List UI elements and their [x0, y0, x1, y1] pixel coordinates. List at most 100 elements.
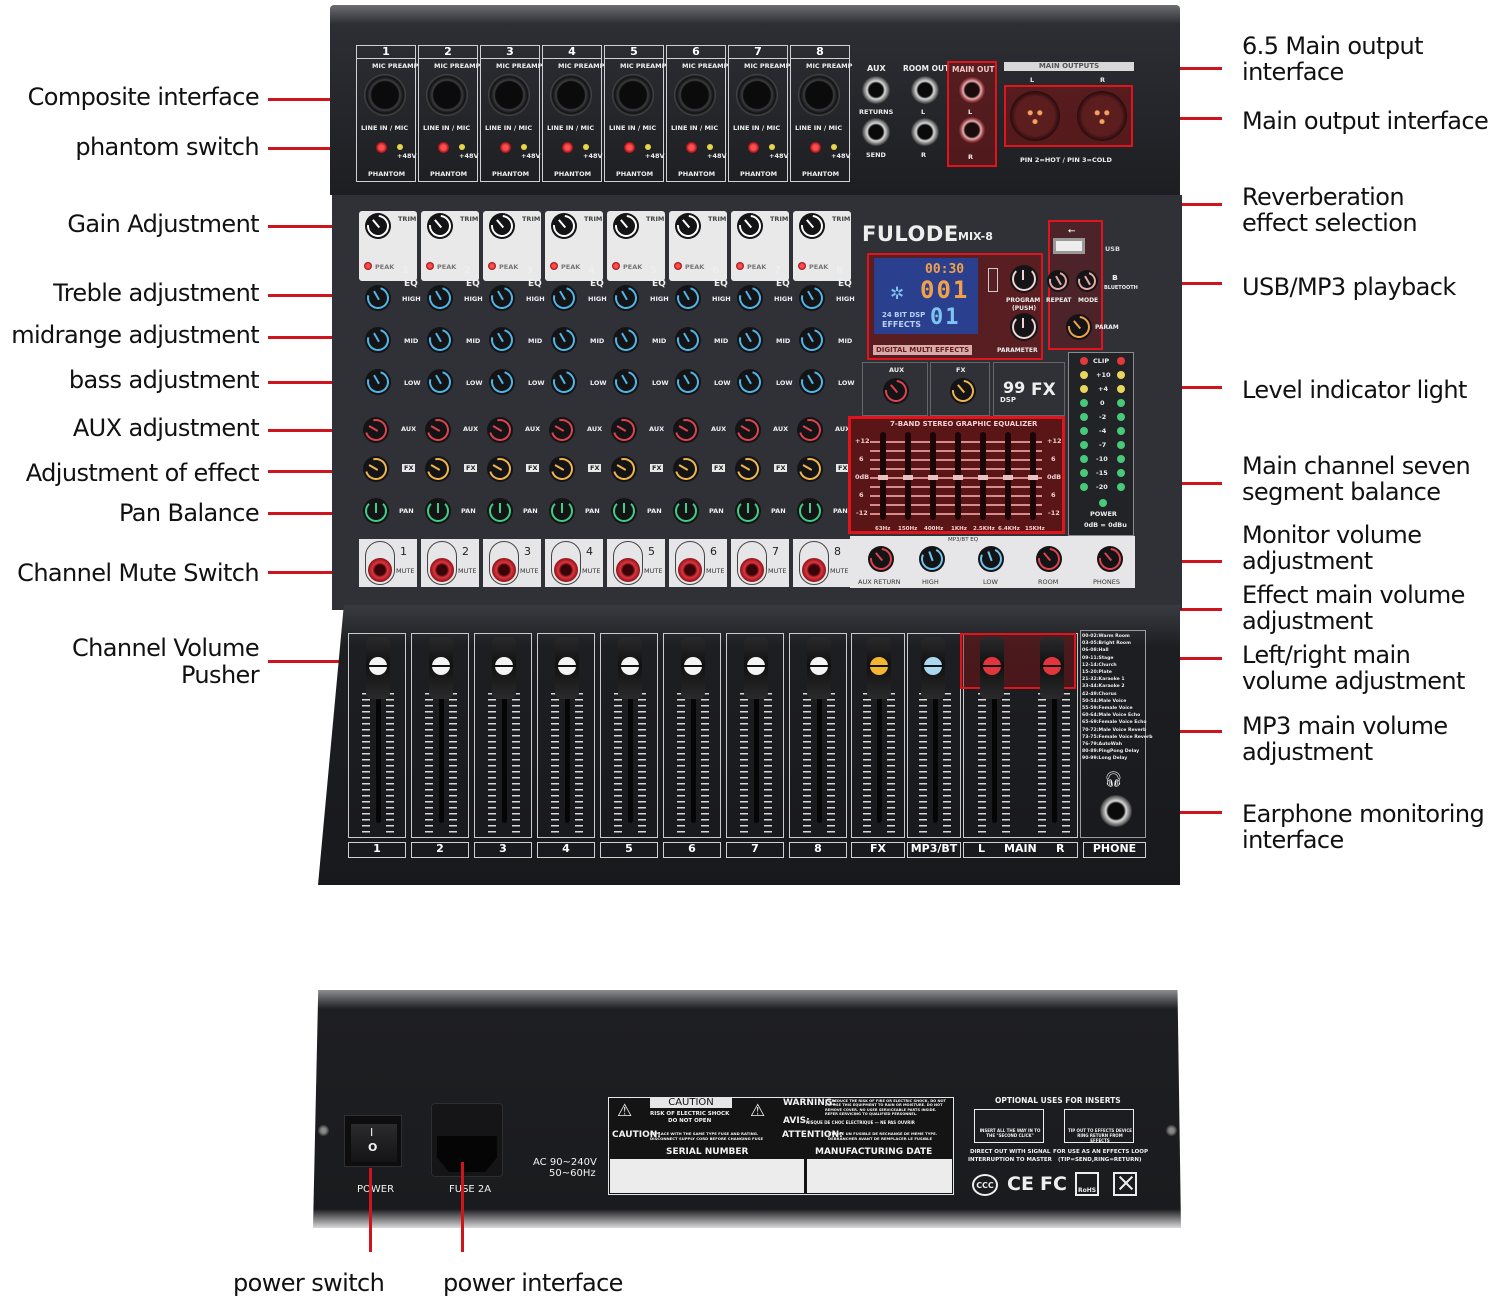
eq-mid-knob[interactable]: [737, 327, 763, 353]
phantom-switch[interactable]: [500, 142, 511, 153]
pan-knob[interactable]: [487, 498, 513, 524]
eq-high-knob[interactable]: [489, 285, 515, 311]
phantom-switch[interactable]: [562, 142, 573, 153]
fader-track[interactable]: [376, 683, 381, 823]
gain-knob[interactable]: [737, 213, 763, 239]
eq-low-knob[interactable]: [365, 369, 391, 395]
fader-handle[interactable]: [681, 637, 705, 699]
gain-knob[interactable]: [799, 213, 825, 239]
mute-button[interactable]: [554, 558, 578, 582]
mode-button[interactable]: [1076, 270, 1098, 292]
mute-button[interactable]: [802, 558, 826, 582]
phantom-switch[interactable]: [438, 142, 449, 153]
eq-low-knob[interactable]: [799, 369, 825, 395]
combo-jack[interactable]: [488, 74, 530, 116]
fader-handle[interactable]: [555, 637, 579, 699]
eq-high-knob[interactable]: [551, 285, 577, 311]
eq-band-handle[interactable]: [1028, 475, 1038, 480]
fx-send-knob[interactable]: [611, 456, 637, 482]
fader-track[interactable]: [992, 683, 997, 823]
phantom-switch[interactable]: [624, 142, 635, 153]
eq-band-handle[interactable]: [953, 475, 963, 480]
main-l-fader-handle[interactable]: [980, 637, 1004, 699]
aux-send-knob[interactable]: [673, 417, 699, 443]
program-knob[interactable]: [1010, 265, 1038, 293]
phones-knob[interactable]: [1097, 546, 1123, 572]
eq-mid-knob[interactable]: [365, 327, 391, 353]
fader-track[interactable]: [628, 683, 633, 823]
aux-return-knob[interactable]: [868, 546, 894, 572]
eq-band-handle[interactable]: [928, 475, 938, 480]
phantom-switch[interactable]: [748, 142, 759, 153]
eq-high-knob[interactable]: [613, 285, 639, 311]
fader-track[interactable]: [502, 683, 507, 823]
mute-button[interactable]: [678, 558, 702, 582]
eq-low-knob[interactable]: [613, 369, 639, 395]
gain-knob[interactable]: [489, 213, 515, 239]
pan-knob[interactable]: [611, 498, 637, 524]
parameter-knob[interactable]: [1010, 313, 1038, 341]
fader-handle[interactable]: [492, 637, 516, 699]
main-out-r-jack[interactable]: [958, 116, 986, 144]
fader-handle[interactable]: [618, 637, 642, 699]
fx-send-knob[interactable]: [425, 456, 451, 482]
power-inlet[interactable]: [431, 1103, 503, 1177]
aux-send-knob[interactable]: [735, 417, 761, 443]
pan-knob[interactable]: [363, 498, 389, 524]
mute-button[interactable]: [492, 558, 516, 582]
gain-knob[interactable]: [551, 213, 577, 239]
room-knob[interactable]: [1036, 546, 1062, 572]
fader-track[interactable]: [565, 683, 570, 823]
combo-jack[interactable]: [798, 74, 840, 116]
eq-mid-knob[interactable]: [427, 327, 453, 353]
phones-jack[interactable]: [1100, 795, 1132, 827]
aux-send-knob[interactable]: [549, 417, 575, 443]
eq-mid-knob[interactable]: [675, 327, 701, 353]
mp3-low-knob[interactable]: [978, 546, 1004, 572]
eq-low-knob[interactable]: [551, 369, 577, 395]
aux-master-knob[interactable]: [883, 378, 909, 404]
pan-knob[interactable]: [797, 498, 823, 524]
mute-button[interactable]: [616, 558, 640, 582]
aux-send-jack[interactable]: [862, 118, 890, 146]
mute-button[interactable]: [740, 558, 764, 582]
fx-send-knob[interactable]: [673, 456, 699, 482]
fx-send-knob[interactable]: [735, 456, 761, 482]
fx-send-knob[interactable]: [363, 456, 389, 482]
eq-band-handle[interactable]: [878, 475, 888, 480]
eq-mid-knob[interactable]: [489, 327, 515, 353]
phantom-switch[interactable]: [376, 142, 387, 153]
aux-send-knob[interactable]: [611, 417, 637, 443]
eq-band-handle[interactable]: [1003, 475, 1013, 480]
eq-mid-knob[interactable]: [799, 327, 825, 353]
xlr-l-output[interactable]: [1010, 91, 1060, 141]
pan-knob[interactable]: [735, 498, 761, 524]
fx-master-knob[interactable]: [950, 378, 976, 404]
usb-port[interactable]: [1053, 238, 1085, 254]
pan-knob[interactable]: [673, 498, 699, 524]
repeat-button[interactable]: [1047, 270, 1069, 292]
room-out-r-jack[interactable]: [911, 118, 939, 146]
fader-handle[interactable]: [744, 637, 768, 699]
fx-fader-handle[interactable]: [867, 637, 891, 699]
combo-jack[interactable]: [550, 74, 592, 116]
eq-high-knob[interactable]: [365, 285, 391, 311]
gain-knob[interactable]: [427, 213, 453, 239]
eq-low-knob[interactable]: [427, 369, 453, 395]
fader-track[interactable]: [933, 683, 938, 823]
gain-knob[interactable]: [365, 213, 391, 239]
pan-knob[interactable]: [549, 498, 575, 524]
fx-send-knob[interactable]: [487, 456, 513, 482]
eq-low-knob[interactable]: [675, 369, 701, 395]
phantom-switch[interactable]: [810, 142, 821, 153]
fx-send-knob[interactable]: [797, 456, 823, 482]
fader-track[interactable]: [1052, 683, 1057, 823]
combo-jack[interactable]: [364, 74, 406, 116]
mp3-fader-handle[interactable]: [921, 637, 945, 699]
eq-low-knob[interactable]: [489, 369, 515, 395]
gain-knob[interactable]: [675, 213, 701, 239]
gain-knob[interactable]: [613, 213, 639, 239]
fx-send-knob[interactable]: [549, 456, 575, 482]
pan-knob[interactable]: [425, 498, 451, 524]
eq-high-knob[interactable]: [799, 285, 825, 311]
